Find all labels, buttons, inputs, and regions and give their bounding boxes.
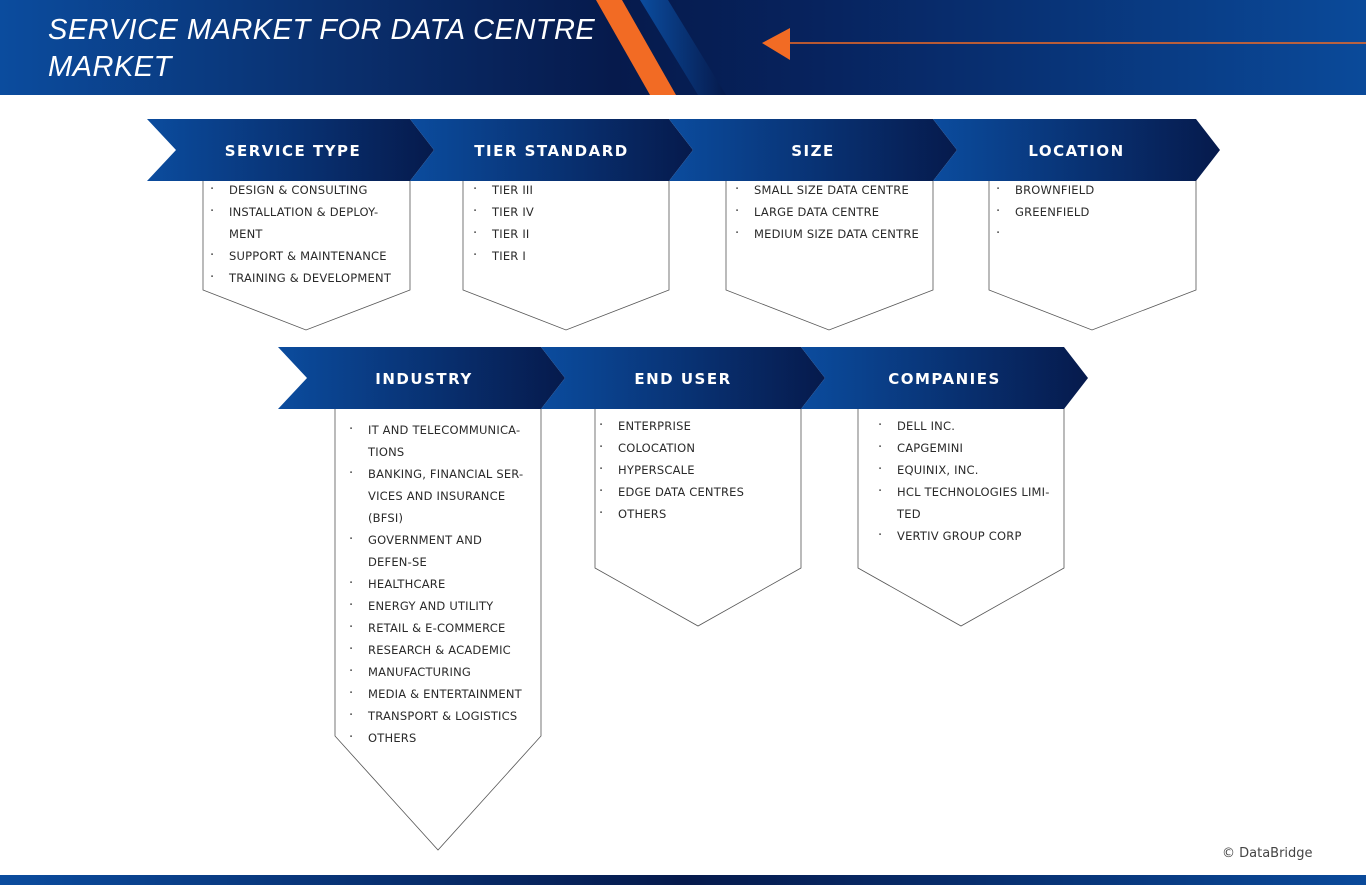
list-item: OTHERS — [343, 727, 528, 749]
arrow-left-icon — [762, 28, 790, 60]
list-item: DESIGN & CONSULTING — [204, 179, 394, 201]
list-item: HEALTHCARE — [343, 573, 528, 595]
copyright-text: © DataBridge — [1222, 846, 1313, 861]
segment-list-tier-standard: TIER III TIER IV TIER II TIER I — [467, 179, 657, 267]
header-decoration — [596, 0, 1366, 95]
segment-label-location: LOCATION — [1028, 142, 1125, 160]
list-item: CAPGEMINI — [872, 437, 1054, 459]
list-item: GREENFIELD — [990, 201, 1180, 223]
header-banner: SERVICE MARKET FOR DATA CENTRE MARKET — [0, 0, 1366, 95]
segment-label-size: SIZE — [791, 142, 835, 160]
blue-stripe — [640, 0, 726, 95]
list-item: GOVERNMENT AND DEFEN-SE — [343, 529, 528, 573]
chevron-end-user — [541, 347, 825, 409]
list-item — [990, 223, 1180, 245]
list-item: RETAIL & E-COMMERCE — [343, 617, 528, 639]
list-item: DELL INC. — [872, 415, 1054, 437]
segment-list-size: SMALL SIZE DATA CENTRE LARGE DATA CENTRE… — [729, 179, 929, 245]
chevron-tier-standard — [410, 119, 693, 181]
segment-label-service-type: SERVICE TYPE — [224, 142, 362, 160]
list-item: INSTALLATION & DEPLOY-MENT — [204, 201, 394, 245]
list-item: MEDIA & ENTERTAINMENT — [343, 683, 528, 705]
list-item: TIER IV — [467, 201, 657, 223]
list-item: EDGE DATA CENTRES — [593, 481, 788, 503]
list-item: HYPERSCALE — [593, 459, 788, 481]
list-item: RESEARCH & ACADEMIC — [343, 639, 528, 661]
list-item: IT AND TELECOMMUNICA-TIONS — [343, 419, 528, 463]
list-item: ENERGY AND UTILITY — [343, 595, 528, 617]
segment-list-location: BROWNFIELD GREENFIELD — [990, 179, 1180, 245]
page-title: SERVICE MARKET FOR DATA CENTRE MARKET — [48, 14, 596, 83]
list-item: LARGE DATA CENTRE — [729, 201, 929, 223]
list-item: BROWNFIELD — [990, 179, 1180, 201]
list-item: ENTERPRISE — [593, 415, 788, 437]
list-item: MEDIUM SIZE DATA CENTRE — [729, 223, 929, 245]
list-item: SUPPORT & MAINTENANCE — [204, 245, 394, 267]
segment-label-end-user: END USER — [634, 370, 732, 388]
list-item: BANKING, FINANCIAL SER-VICES AND INSURAN… — [343, 463, 528, 529]
chevron-companies — [801, 347, 1088, 409]
list-item: EQUINIX, INC. — [872, 459, 1054, 481]
list-item: OTHERS — [593, 503, 788, 525]
list-item: TIER II — [467, 223, 657, 245]
segment-list-end-user: ENTERPRISE COLOCATION HYPERSCALE EDGE DA… — [593, 415, 788, 525]
chevron-size — [669, 119, 957, 181]
segment-list-companies: DELL INC. CAPGEMINI EQUINIX, INC. HCL TE… — [872, 415, 1054, 547]
chevron-service-type — [147, 119, 434, 181]
list-item: SMALL SIZE DATA CENTRE — [729, 179, 929, 201]
list-item: HCL TECHNOLOGIES LIMI-TED — [872, 481, 1054, 525]
segment-label-tier-standard: TIER STANDARD — [474, 142, 629, 160]
list-item: COLOCATION — [593, 437, 788, 459]
chevron-industry — [278, 347, 565, 409]
orange-stripe — [596, 0, 676, 95]
segment-label-industry: INDUSTRY — [375, 370, 473, 388]
footer-bar — [0, 875, 1366, 885]
list-item: VERTIV GROUP CORP — [872, 525, 1054, 547]
segment-label-companies: COMPANIES — [888, 370, 1001, 388]
segment-list-service-type: DESIGN & CONSULTING INSTALLATION & DEPLO… — [204, 179, 394, 289]
chevron-location — [933, 119, 1220, 181]
list-item: TRANSPORT & LOGISTICS — [343, 705, 528, 727]
list-item: TIER I — [467, 245, 657, 267]
list-item: TIER III — [467, 179, 657, 201]
segment-list-industry: IT AND TELECOMMUNICA-TIONS BANKING, FINA… — [343, 419, 528, 749]
list-item: MANUFACTURING — [343, 661, 528, 683]
list-item: TRAINING & DEVELOPMENT — [204, 267, 394, 289]
